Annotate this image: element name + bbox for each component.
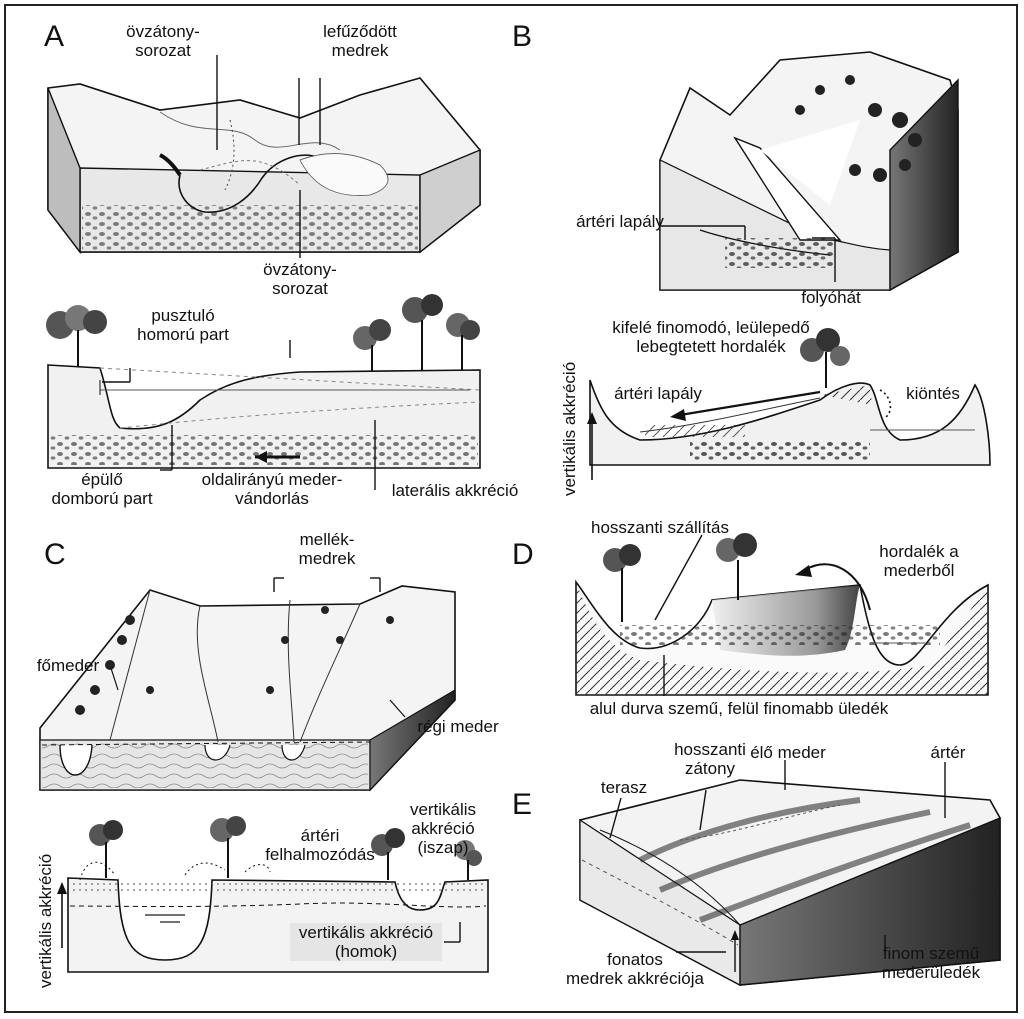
tree-icon [603,533,757,622]
panel-a-block-diagram [47,55,481,258]
label-line: homorú part [137,325,229,344]
label-line: övzátony- [263,260,337,279]
label-fining-sediment: kifelé finomodó, leülepedő lebegtetett h… [596,318,826,356]
panel-letter-d: D [512,538,534,571]
label-lateral-accretion: laterális akkréció [391,481,519,500]
tree-icon [46,305,107,366]
label-line: fonatos [607,950,663,969]
label-old-channel: régi meder [417,717,499,736]
label-line: finom szemű [882,944,980,963]
label-cutoff-channels: lefűződött medrek [300,22,420,60]
label-fining-upward: alul durva szemű, felül finomabb üledék [589,699,889,718]
label-line: oldalirányú meder- [201,470,343,489]
label-line: medrek akkréciója [566,969,704,988]
axis-vertical-accretion-b: vertikális akkréció [560,361,579,496]
label-lateral-migration: oldalirányú meder- vándorlás [182,470,362,508]
label-active-channel: élő meder [750,743,826,762]
label-line: felhalmozódás [265,845,375,864]
panel-letter-a: A [44,20,65,53]
label-line: zátony [684,759,736,778]
label-floodplain-buildup: ártéri felhalmozódás [260,826,380,864]
panel-e-block-diagram [579,760,1001,986]
label-longitudinal-transport: hosszanti szállítás [591,518,729,537]
label-line: sorozat [135,41,191,60]
label-line: (iszap) [417,838,469,857]
label-longitudinal-bar: hosszanti zátony [665,740,755,778]
label-line: mellék- [299,530,355,549]
label-scroll-bar-series: övzátony- sorozat [108,22,218,60]
figure-frame [4,4,1018,1013]
label-line: kifelé finomodó, leülepedő [612,318,810,337]
label-line: épülő [81,470,123,489]
label-vertical-accretion-sand: vertikális akkréció (homok) [290,923,442,961]
label-overflow: kiöntés [906,384,960,403]
panel-c-block-diagram [39,577,456,792]
label-scroll-bar-series-lower: övzátony- sorozat [245,260,355,298]
label-eroding-bank: pusztuló homorú part [118,306,248,344]
label-line: hordalék a [879,542,959,561]
label-line: hosszanti [674,740,746,759]
label-line: medrek [331,41,389,60]
label-braided-accretion: fonatos medrek akkréciója [560,950,710,988]
label-building-bank: épülő domború part [42,470,162,508]
panel-b-cross-section [587,328,991,480]
tree-icon [89,816,482,880]
panel-a-cross-section [46,294,481,490]
label-line: sorozat [272,279,328,298]
panel-letter-e: E [512,788,533,821]
label-vertical-accretion-mud: vertikális akkréció (iszap) [400,800,486,857]
tree-icon [353,294,480,372]
panel-letter-c: C [44,538,66,571]
tree-icon [800,328,850,388]
label-main-channel: főmeder [36,656,100,675]
label-line: lebegtetett hordalék [636,337,786,356]
label-levee: folyóhát [801,288,861,307]
axis-vertical-accretion-c: vertikális akkréció [36,853,55,988]
label-line: medrek [298,549,356,568]
panel-letter-b: B [512,20,533,53]
label-sediment-from-bed: hordalék a mederből [864,542,974,580]
panel-b-block-diagram [659,51,959,292]
label-line: lefűződött [323,22,397,41]
label-line: akkréció [411,819,475,838]
label-line: ártéri [300,826,340,845]
label-line: mederüledék [881,963,981,982]
label-line: mederből [883,561,955,580]
label-line: övzátony- [126,22,200,41]
label-terrace: terasz [600,778,648,797]
label-line: vertikális akkréció [298,923,434,942]
label-line: pusztuló [151,306,215,325]
label-fine-bed-sediment: finom szemű mederüledék [876,944,986,982]
tree-icon [75,606,394,715]
label-line: vertikális [409,800,477,819]
tree-icon [795,75,922,182]
label-line: domború part [51,489,153,508]
label-floodplain-e: ártér [930,743,966,762]
label-floodplain-section: ártéri lapály [614,384,702,403]
label-side-channels: mellék- medrek [284,530,370,568]
panel-d-cross-section [575,533,989,696]
label-floodplain-top: ártéri lapály [576,212,664,231]
label-line: vándorlás [235,489,309,508]
label-line: (homok) [334,942,398,961]
